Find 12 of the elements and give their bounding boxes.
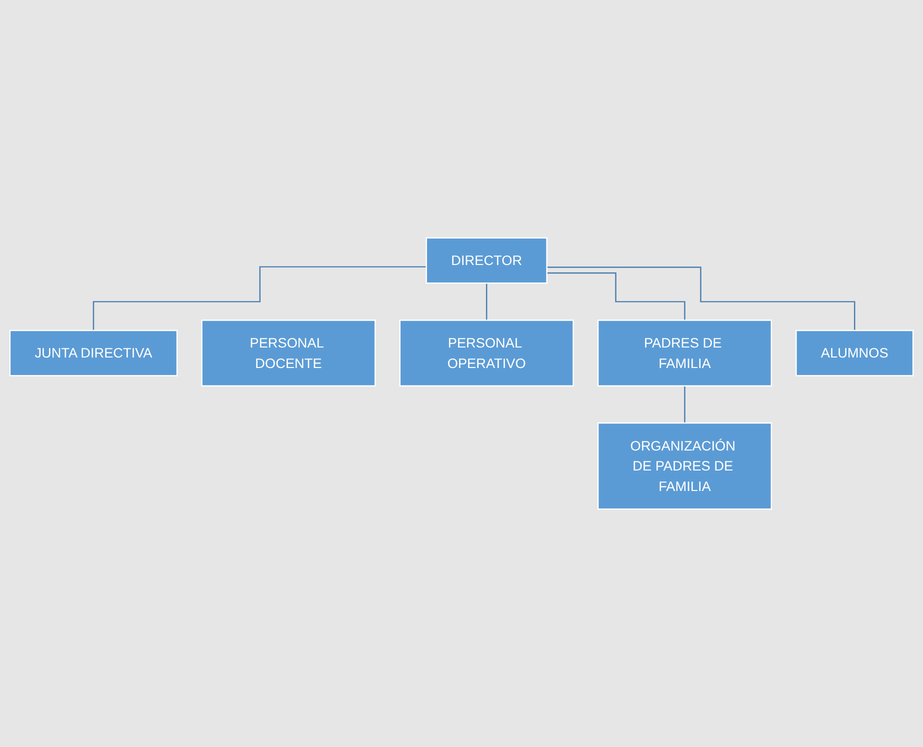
node-box: PERSONAL DOCENTE <box>201 320 376 386</box>
node-box: PADRES DE FAMILIA <box>597 320 772 386</box>
connector <box>546 266 856 332</box>
node-box: DIRECTOR <box>426 237 548 284</box>
connector <box>486 282 488 321</box>
connector <box>546 272 686 321</box>
node-box: ALUMNOS <box>796 330 914 376</box>
node-box: PERSONAL OPERATIVO <box>399 320 574 386</box>
connector <box>92 266 426 332</box>
node-box: ORGANIZACIÓN DE PADRES DE FAMILIA <box>597 422 772 510</box>
connector <box>684 385 686 424</box>
node-box: JUNTA DIRECTIVA <box>9 330 178 376</box>
